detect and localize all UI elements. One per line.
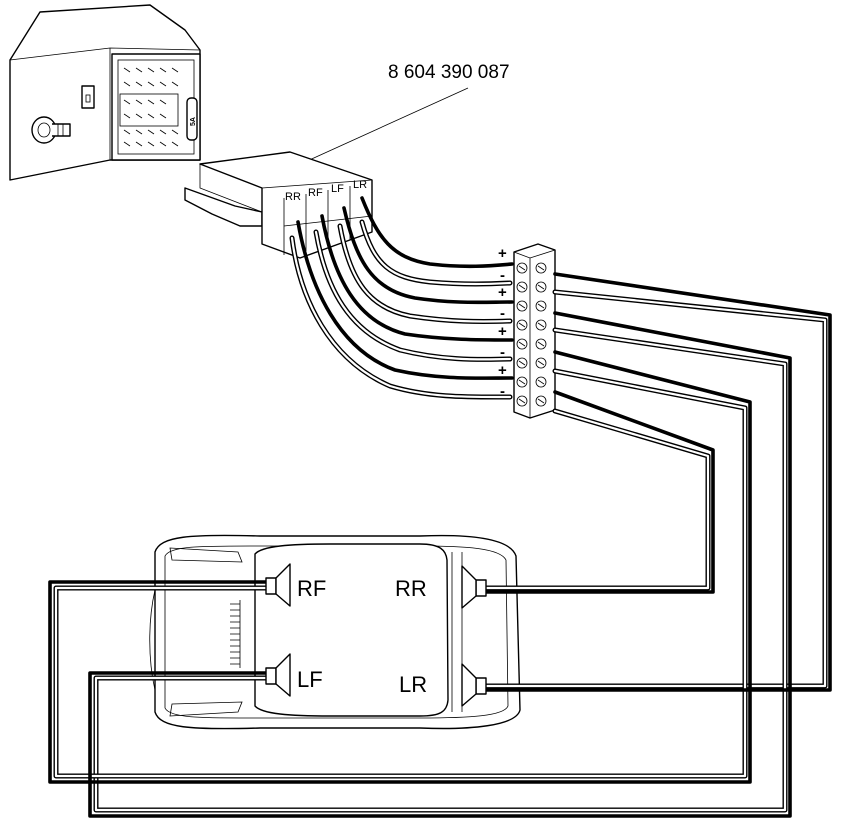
wire-run-rr-minus: [483, 408, 711, 591]
terminal-sign-5: +: [498, 323, 507, 340]
speaker-label-lr: LR: [399, 672, 427, 697]
speaker-adapter-connector: RR RF LF LR: [184, 151, 373, 259]
wire-run-lf-minus: [93, 327, 788, 813]
fuse-label: 5A: [190, 117, 197, 126]
connector-label-lr: LR: [353, 179, 367, 191]
wire-lr-minus: [359, 219, 513, 287]
wire-rr-plus: [296, 220, 514, 380]
wire-lf-plus: [342, 206, 514, 305]
terminal-sign-3: +: [498, 284, 507, 301]
wire-rf-minus: [313, 229, 513, 362]
terminal-sign-7: +: [498, 362, 507, 379]
radio-unit: 5A: [9, 4, 201, 181]
wire-run-rr-plus: [484, 390, 715, 594]
adapter-wires: [289, 196, 514, 400]
speaker-rr: RR: [395, 565, 487, 609]
wire-rr-minus: [289, 235, 513, 400]
terminal-sign-4: -: [500, 305, 505, 322]
terminal-sign-2: -: [500, 267, 505, 284]
terminal-sign-8: -: [500, 383, 505, 400]
part-number-label: 8 604 390 087: [388, 62, 510, 83]
speaker-wires: [48, 272, 832, 818]
wire-run-lr-minus: [483, 289, 828, 689]
speaker-label-lf: LF: [297, 667, 323, 692]
part-number-leader: [304, 87, 469, 163]
terminal-block: + - + - + - + -: [498, 243, 556, 419]
wire-run-rf-plus: [48, 350, 752, 784]
speaker-rf: RF: [265, 563, 326, 607]
wire-run-lr-plus: [484, 272, 832, 692]
speaker-lf: LF: [265, 653, 323, 697]
wire-lr-plus: [360, 196, 514, 269]
speaker-label-rr: RR: [395, 576, 427, 601]
connector-label-lf: LF: [331, 183, 344, 195]
terminal-sign-1: +: [498, 245, 507, 262]
speaker-label-rf: RF: [297, 576, 326, 601]
connector-label-rf: RF: [308, 187, 323, 199]
wire-lf-minus: [337, 223, 513, 324]
speaker-lr: LR: [399, 663, 487, 707]
wire-rf-plus: [320, 214, 514, 342]
terminal-sign-6: -: [500, 344, 505, 361]
connector-label-rr: RR: [285, 191, 301, 203]
wire-run-lf-plus: [88, 311, 792, 818]
wire-run-rf-minus: [53, 368, 748, 779]
